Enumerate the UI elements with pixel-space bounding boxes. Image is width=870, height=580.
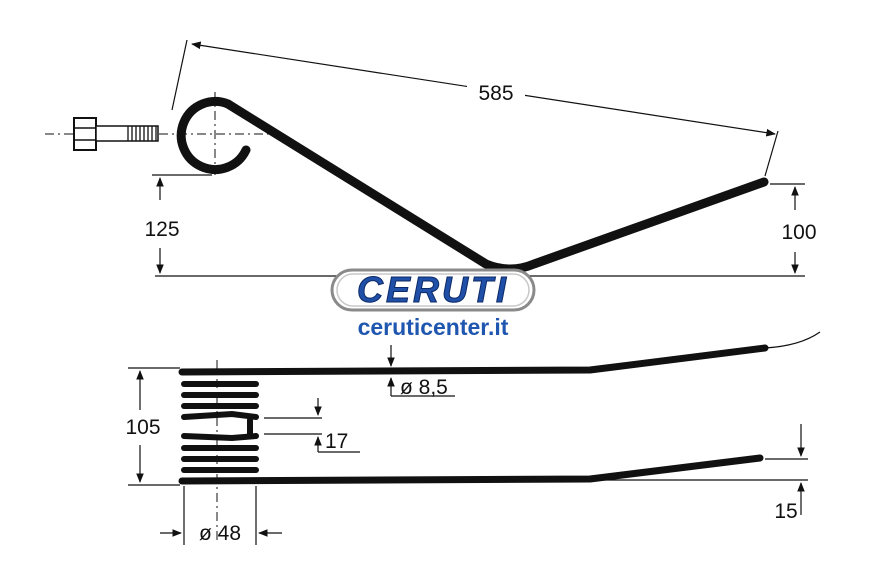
dim-coil-gap: 17 xyxy=(325,430,348,453)
dim-overall-length: 585 xyxy=(478,82,513,105)
dim-585-ext-right xyxy=(764,130,779,177)
plan-wire-bottom xyxy=(178,454,764,485)
dim-585-ext-left xyxy=(171,39,188,111)
ceruti-logo-badge xyxy=(330,268,536,312)
ceruti-website-link[interactable]: ceruticenter.it xyxy=(358,314,509,340)
side-view: 585 125 100 xyxy=(45,39,817,277)
plan-wire-top xyxy=(178,344,769,376)
spring-tine-wire-profile xyxy=(223,99,769,274)
dim-tip-offset: 15 xyxy=(774,500,797,523)
plan-coil-windings xyxy=(181,381,259,473)
dim-tip-height: 100 xyxy=(781,221,816,244)
ceruti-watermark: CERUTI ceruticenter.it xyxy=(330,268,536,340)
dim-coil-diameter: ø 48 xyxy=(199,522,241,545)
plan-wire-top-tip xyxy=(764,331,821,349)
dim-wire-diameter: ø 8,5 xyxy=(400,376,448,399)
bolt-icon xyxy=(73,117,159,151)
dim-coil-height: 125 xyxy=(144,218,179,241)
ceruti-logo-text: CERUTI xyxy=(357,269,509,310)
plan-view: 105 ø 8,5 17 ø 48 15 xyxy=(125,331,821,545)
dim-width: 105 xyxy=(125,416,160,439)
